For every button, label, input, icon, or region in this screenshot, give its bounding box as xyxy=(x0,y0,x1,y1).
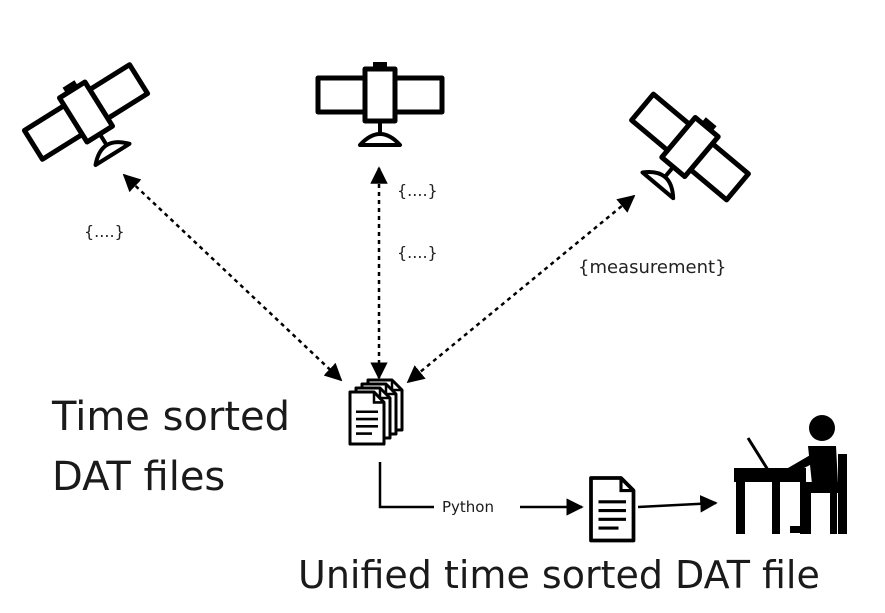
to-user-arrow xyxy=(637,495,718,513)
unified-file-title: Unified time sorted DAT file xyxy=(298,553,820,597)
label-middle-msg-2: {....} xyxy=(397,243,438,262)
label-middle-msg-1: {....} xyxy=(397,181,438,200)
file-stack-icon xyxy=(348,378,404,446)
user-at-desk-icon xyxy=(734,415,847,534)
satellite-right-icon xyxy=(610,82,758,225)
link-right-dotted-arrow xyxy=(406,194,636,384)
time-sorted-title-line1: Time sorted xyxy=(51,394,290,440)
unified-file-icon xyxy=(589,476,636,543)
label-right-msg: {measurement} xyxy=(578,257,726,278)
link-left-dotted-arrow xyxy=(122,173,343,382)
label-left-msg: {....} xyxy=(84,222,125,241)
time-sorted-title-line2: DAT files xyxy=(52,454,225,500)
python-connector-line xyxy=(378,462,434,509)
satellite-middle-icon xyxy=(318,62,442,145)
python-label: Python xyxy=(442,498,494,516)
satellite-left-icon xyxy=(16,51,165,187)
